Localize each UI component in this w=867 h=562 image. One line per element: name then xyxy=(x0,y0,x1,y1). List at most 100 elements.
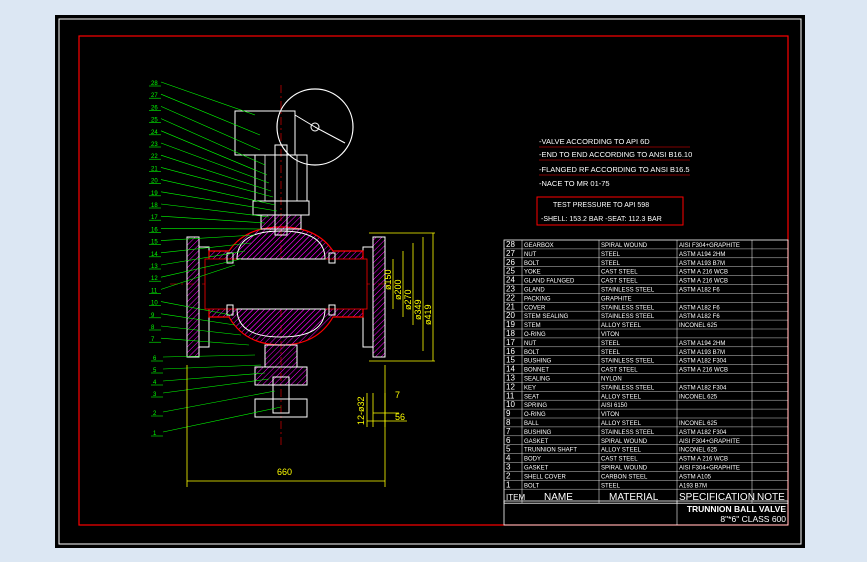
bom-material: CAST STEEL xyxy=(601,279,638,285)
bom-material: VITON xyxy=(601,412,619,418)
balloon-24: 24 xyxy=(149,130,268,176)
balloon-label: 16 xyxy=(151,227,158,233)
bom-name: STEM SEALING xyxy=(524,314,569,320)
balloon-28: 28 xyxy=(149,81,256,116)
balloon-label: 7 xyxy=(151,337,155,343)
balloon-26: 26 xyxy=(149,105,261,151)
bom-spec: INCONEL 625 xyxy=(679,394,718,400)
bom-name: SHELL COVER xyxy=(524,474,566,480)
balloon-17: 17 xyxy=(149,215,266,224)
balloon-22: 22 xyxy=(149,154,272,192)
bom-name: SPRING xyxy=(524,403,547,409)
balloon-7: 7 xyxy=(149,337,250,346)
bom-item: 10 xyxy=(506,400,515,409)
bom-material: STAINLESS STEEL xyxy=(601,430,655,436)
dim-d5: ø419 xyxy=(423,304,433,325)
bom-material: STEEL xyxy=(601,261,621,267)
balloon-label: 2 xyxy=(153,411,157,417)
balloon-label: 9 xyxy=(151,313,155,319)
test-pressure-title: TEST PRESSURE TO API 598 xyxy=(553,202,649,209)
bom-name: PACKING xyxy=(524,296,551,302)
bom-item: 9 xyxy=(506,409,511,418)
bom-frame xyxy=(503,239,789,504)
bom-item: 4 xyxy=(506,454,511,463)
test-pressure-box xyxy=(536,196,684,226)
balloon-label: 20 xyxy=(151,179,158,185)
bom-item: 27 xyxy=(506,249,515,258)
balloon-label: 23 xyxy=(151,142,158,148)
bom-item: 18 xyxy=(506,329,515,338)
balloon-label: 17 xyxy=(151,215,158,221)
balloon-label: 25 xyxy=(151,118,158,124)
bom-name: BOLT xyxy=(524,350,540,356)
title-line-2: 8"*6" CLASS 600 xyxy=(720,514,786,524)
bom-item: 19 xyxy=(506,320,515,329)
bom-material: STEEL xyxy=(601,350,621,356)
bom-item: 7 xyxy=(506,427,511,436)
bom-name: COVER xyxy=(524,305,546,311)
balloon-label: 11 xyxy=(151,288,158,294)
balloon-12: 12 xyxy=(149,258,242,282)
bom-item: 15 xyxy=(506,356,515,365)
dimensions xyxy=(186,232,435,487)
balloon-label: 24 xyxy=(151,130,158,136)
dim-d4: ø349 xyxy=(413,299,423,320)
bom-name: TRUNNION SHAFT xyxy=(524,448,577,454)
bom-item: 26 xyxy=(506,258,515,267)
bom-material: STAINLESS STEEL xyxy=(601,359,655,365)
bom-name: O-RING xyxy=(524,332,546,338)
bom-item: 5 xyxy=(506,445,511,454)
bom-material: SPIRAL WOUND xyxy=(601,466,648,472)
bom-name: SEAT xyxy=(524,394,540,400)
balloon-label: 3 xyxy=(153,392,157,398)
balloon-8: 8 xyxy=(149,325,242,336)
bom-name: KEY xyxy=(524,385,536,391)
dim-width: 660 xyxy=(277,467,292,477)
bom-item: 11 xyxy=(506,391,515,400)
bom-row: 11 SEAT ALLOY STEEL INCONEL 625 xyxy=(506,391,718,400)
balloon-21: 21 xyxy=(149,166,274,198)
balloon-11: 11 xyxy=(149,264,236,294)
spec-notes: -VALVE ACCORDING TO API 6D -END TO END A… xyxy=(539,137,692,188)
dim-d3: ø270 xyxy=(403,289,413,310)
bom-material: STEEL xyxy=(601,341,621,347)
bom-item: 12 xyxy=(506,382,515,391)
valve-body xyxy=(186,88,386,418)
bom-item: 20 xyxy=(506,311,515,320)
bom-spec: ASTM A 216 WCB xyxy=(679,270,728,276)
dimension-labels: 660 ø150 ø200 ø270 ø349 ø419 12-ø32 7 56 xyxy=(277,269,433,477)
bom-item: 6 xyxy=(506,436,511,445)
balloon-label: 18 xyxy=(151,203,158,209)
balloon-6: 6 xyxy=(151,354,256,362)
balloon-label: 22 xyxy=(151,154,158,160)
bom-material: STAINLESS STEEL xyxy=(601,305,655,311)
bom-item: 25 xyxy=(506,267,515,276)
bom-spec: INCONEL 625 xyxy=(679,323,718,329)
bom-material: ALLOY STEEL xyxy=(601,421,642,427)
balloon-3: 3 xyxy=(151,378,270,398)
bom-name: BALL xyxy=(524,421,539,427)
bom-material: ALLOY STEEL xyxy=(601,394,642,400)
outer-border xyxy=(58,18,802,545)
bom-item: 3 xyxy=(506,463,511,472)
bom-name: STEM xyxy=(524,323,541,329)
balloon-label: 8 xyxy=(151,325,155,331)
bom-spec: ASTM A182 F304 xyxy=(679,430,727,436)
bom-material: GRAPHITE xyxy=(601,296,632,302)
bom-material: NYLON xyxy=(601,377,622,383)
dim-t1: 7 xyxy=(395,390,400,400)
bom-spec: INCONEL 625 xyxy=(679,421,718,427)
